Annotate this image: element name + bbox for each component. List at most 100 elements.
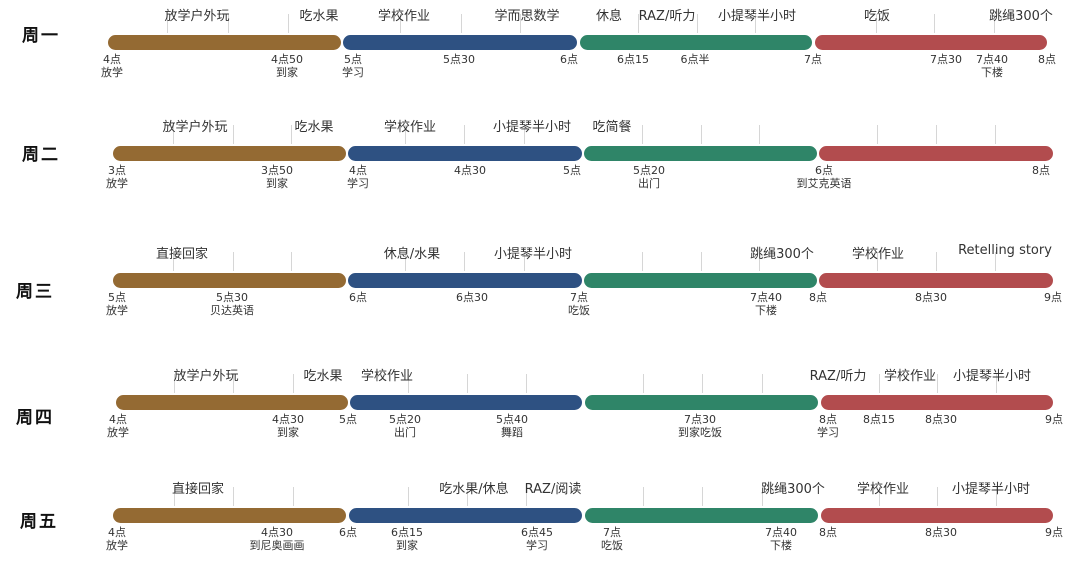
time-label: 8点30 xyxy=(925,526,957,539)
divider-tick xyxy=(877,125,878,144)
time-value: 5点30 xyxy=(443,53,475,66)
activity-label: 学校作业 xyxy=(856,482,910,497)
divider-tick xyxy=(405,252,406,271)
time-label: 7点 xyxy=(804,53,822,66)
time-value: 6点 xyxy=(815,164,833,177)
time-label: 4点30 xyxy=(454,164,486,177)
time-note: 下楼 xyxy=(770,539,792,552)
time-value: 6点30 xyxy=(456,291,488,304)
divider-tick xyxy=(464,125,465,144)
divider-tick xyxy=(996,487,997,506)
day-label: 周五 xyxy=(20,512,58,532)
divider-tick xyxy=(755,14,756,33)
divider-tick xyxy=(526,487,527,506)
divider-tick xyxy=(233,252,234,271)
divider-tick xyxy=(233,487,234,506)
day-label: 周二 xyxy=(22,145,60,165)
divider-tick xyxy=(288,14,289,33)
divider-tick xyxy=(994,14,995,33)
divider-tick xyxy=(228,14,229,33)
time-note: 到家 xyxy=(277,426,299,439)
divider-tick xyxy=(995,125,996,144)
divider-tick xyxy=(759,125,760,144)
time-value: 8点 xyxy=(809,291,827,304)
divider-tick xyxy=(291,252,292,271)
time-label: 6点15 xyxy=(617,53,649,66)
activity-label: 直接回家 xyxy=(155,247,209,262)
timeline-segment xyxy=(821,395,1053,410)
divider-tick xyxy=(879,374,880,393)
time-value: 3点 xyxy=(108,164,126,177)
divider-tick xyxy=(520,14,521,33)
time-label: 8点 xyxy=(809,291,827,304)
time-value: 7点40 xyxy=(765,526,797,539)
time-note: 学习 xyxy=(347,177,369,190)
timeline-segment xyxy=(584,146,817,161)
divider-tick xyxy=(879,487,880,506)
time-value: 7点40 xyxy=(976,53,1008,66)
divider-tick xyxy=(936,125,937,144)
timeline-segment xyxy=(585,395,818,410)
activity-label: 跳绳300个 xyxy=(750,247,814,262)
time-note: 到艾克英语 xyxy=(796,177,852,190)
activity-label: 吃简餐 xyxy=(592,120,632,135)
time-note: 放学 xyxy=(106,177,128,190)
time-label: 5点学习 xyxy=(342,53,364,79)
time-label: 6点 xyxy=(349,291,367,304)
activity-label: RAZ/听力 xyxy=(809,369,867,384)
time-note: 放学 xyxy=(101,66,123,79)
time-label: 8点30 xyxy=(925,413,957,426)
divider-tick xyxy=(643,487,644,506)
divider-tick xyxy=(467,374,468,393)
time-value: 7点 xyxy=(804,53,822,66)
activity-label: 吃水果/休息 xyxy=(439,482,509,497)
time-value: 4点 xyxy=(349,164,367,177)
divider-tick xyxy=(408,487,409,506)
divider-tick xyxy=(173,252,174,271)
timeline-segment xyxy=(113,146,346,161)
activity-label: 小提琴半小时 xyxy=(493,247,573,262)
divider-tick xyxy=(293,374,294,393)
activity-label: RAZ/听力 xyxy=(638,9,696,24)
time-label: 9点 xyxy=(1045,526,1063,539)
timeline-segment xyxy=(349,508,582,523)
activity-label: 学而思数学 xyxy=(494,9,560,24)
divider-tick xyxy=(702,487,703,506)
time-value: 7点40 xyxy=(750,291,782,304)
time-note: 放学 xyxy=(107,426,129,439)
time-value: 4点30 xyxy=(272,413,304,426)
time-note: 放学 xyxy=(106,304,128,317)
divider-tick xyxy=(936,252,937,271)
activity-label: 休息 xyxy=(595,9,623,24)
divider-tick xyxy=(526,374,527,393)
activity-label: 放学户外玩 xyxy=(173,369,239,384)
time-value: 4点30 xyxy=(454,164,486,177)
time-label: 8点15 xyxy=(863,413,895,426)
divider-tick xyxy=(937,487,938,506)
time-label: 7点30 xyxy=(930,53,962,66)
time-value: 6点半 xyxy=(680,53,710,66)
day-label: 周三 xyxy=(16,282,54,302)
time-note: 到家 xyxy=(396,539,418,552)
timeline-segment xyxy=(584,273,817,288)
time-value: 5点20 xyxy=(633,164,665,177)
time-label: 5点放学 xyxy=(106,291,128,317)
activity-label: 小提琴半小时 xyxy=(492,120,572,135)
divider-tick xyxy=(995,252,996,271)
activity-label: 跳绳300个 xyxy=(989,9,1053,24)
activity-label: 吃饭 xyxy=(863,9,891,24)
time-note: 吃饭 xyxy=(568,304,590,317)
time-value: 5点 xyxy=(563,164,581,177)
divider-tick xyxy=(524,252,525,271)
time-note: 出门 xyxy=(638,177,660,190)
activity-label: 跳绳300个 xyxy=(761,482,825,497)
time-label: 5点 xyxy=(563,164,581,177)
time-label: 5点30 xyxy=(443,53,475,66)
time-label: 6点 xyxy=(560,53,578,66)
